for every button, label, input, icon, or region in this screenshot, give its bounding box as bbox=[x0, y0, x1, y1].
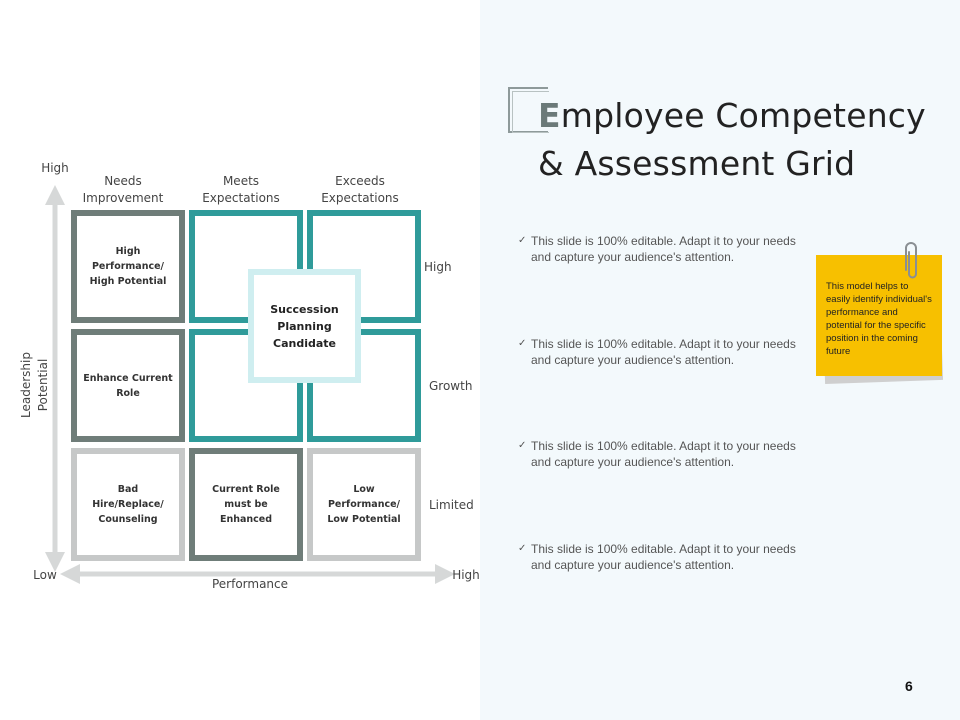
title-bracket-decoration bbox=[508, 87, 549, 133]
cell-label: High Performance/ High Potential bbox=[89, 246, 167, 287]
cell-bad-hire: Bad Hire/Replace/ Counseling bbox=[71, 448, 185, 561]
succession-planning-box: Succession Planning Candidate bbox=[248, 269, 361, 383]
cell-label: Low Performance/ Low Potential bbox=[327, 484, 401, 525]
sticky-note-text: This model helps to easily identify indi… bbox=[826, 281, 932, 357]
cell-high-performance-high-potential: High Performance/ High Potential bbox=[71, 210, 185, 323]
paperclip-icon bbox=[905, 242, 917, 279]
column-header-needs-improvement: Needs Improvement bbox=[82, 174, 164, 205]
x-axis-title: Performance bbox=[211, 577, 289, 591]
cell-label: Current Role must be Enhanced bbox=[212, 484, 280, 525]
bullet-item: ✓ This slide is 100% editable. Adapt it t… bbox=[518, 438, 808, 470]
bullet-item: ✓ This slide is 100% editable. Adapt it t… bbox=[518, 541, 808, 573]
x-axis-low-label: Low bbox=[33, 568, 57, 582]
bullet-item: ✓ This slide is 100% editable. Adapt it t… bbox=[518, 233, 808, 265]
row-label-limited: Limited bbox=[429, 498, 474, 512]
bullet-text: This slide is 100% editable. Adapt it to… bbox=[531, 542, 796, 572]
column-header-meets-expectations: Meets Expectations bbox=[202, 174, 280, 205]
axes-arrows bbox=[45, 185, 455, 584]
x-axis-high-label: High bbox=[452, 568, 480, 582]
cell-current-role-enhanced: Current Role must be Enhanced bbox=[189, 448, 303, 561]
bullet-item: ✓ This slide is 100% editable. Adapt it t… bbox=[518, 336, 808, 368]
check-icon: ✓ bbox=[518, 440, 527, 451]
title-rest: mployee Competency & Assessment Grid bbox=[538, 96, 926, 183]
check-icon: ✓ bbox=[518, 543, 527, 554]
check-icon: ✓ bbox=[518, 338, 527, 349]
y-axis-title: Leadership Potential bbox=[19, 352, 50, 418]
title-first-letter: E bbox=[538, 96, 561, 135]
check-icon: ✓ bbox=[518, 235, 527, 246]
cell-enhance-current-role: Enhance Current Role bbox=[71, 329, 185, 442]
column-header-exceeds-expectations: Exceeds Expectations bbox=[321, 174, 399, 205]
bullet-text: This slide is 100% editable. Adapt it to… bbox=[531, 234, 796, 264]
y-axis-high-label: High bbox=[41, 161, 69, 175]
cell-label: Bad Hire/Replace/ Counseling bbox=[92, 484, 164, 525]
succession-planning-label: Succession Planning Candidate bbox=[270, 302, 339, 350]
page-number: 6 bbox=[905, 678, 913, 694]
row-label-high: High bbox=[424, 260, 452, 274]
cell-low-performance-low-potential: Low Performance/ Low Potential bbox=[307, 448, 421, 561]
sticky-note: This model helps to easily identify indi… bbox=[816, 255, 942, 376]
row-label-growth: Growth bbox=[429, 379, 473, 393]
cell-label: Enhance Current Role bbox=[83, 372, 173, 399]
page-title: Employee Competency & Assessment Grid bbox=[538, 92, 938, 188]
bullet-text: This slide is 100% editable. Adapt it to… bbox=[531, 439, 796, 469]
bullet-text: This slide is 100% editable. Adapt it to… bbox=[531, 337, 796, 367]
